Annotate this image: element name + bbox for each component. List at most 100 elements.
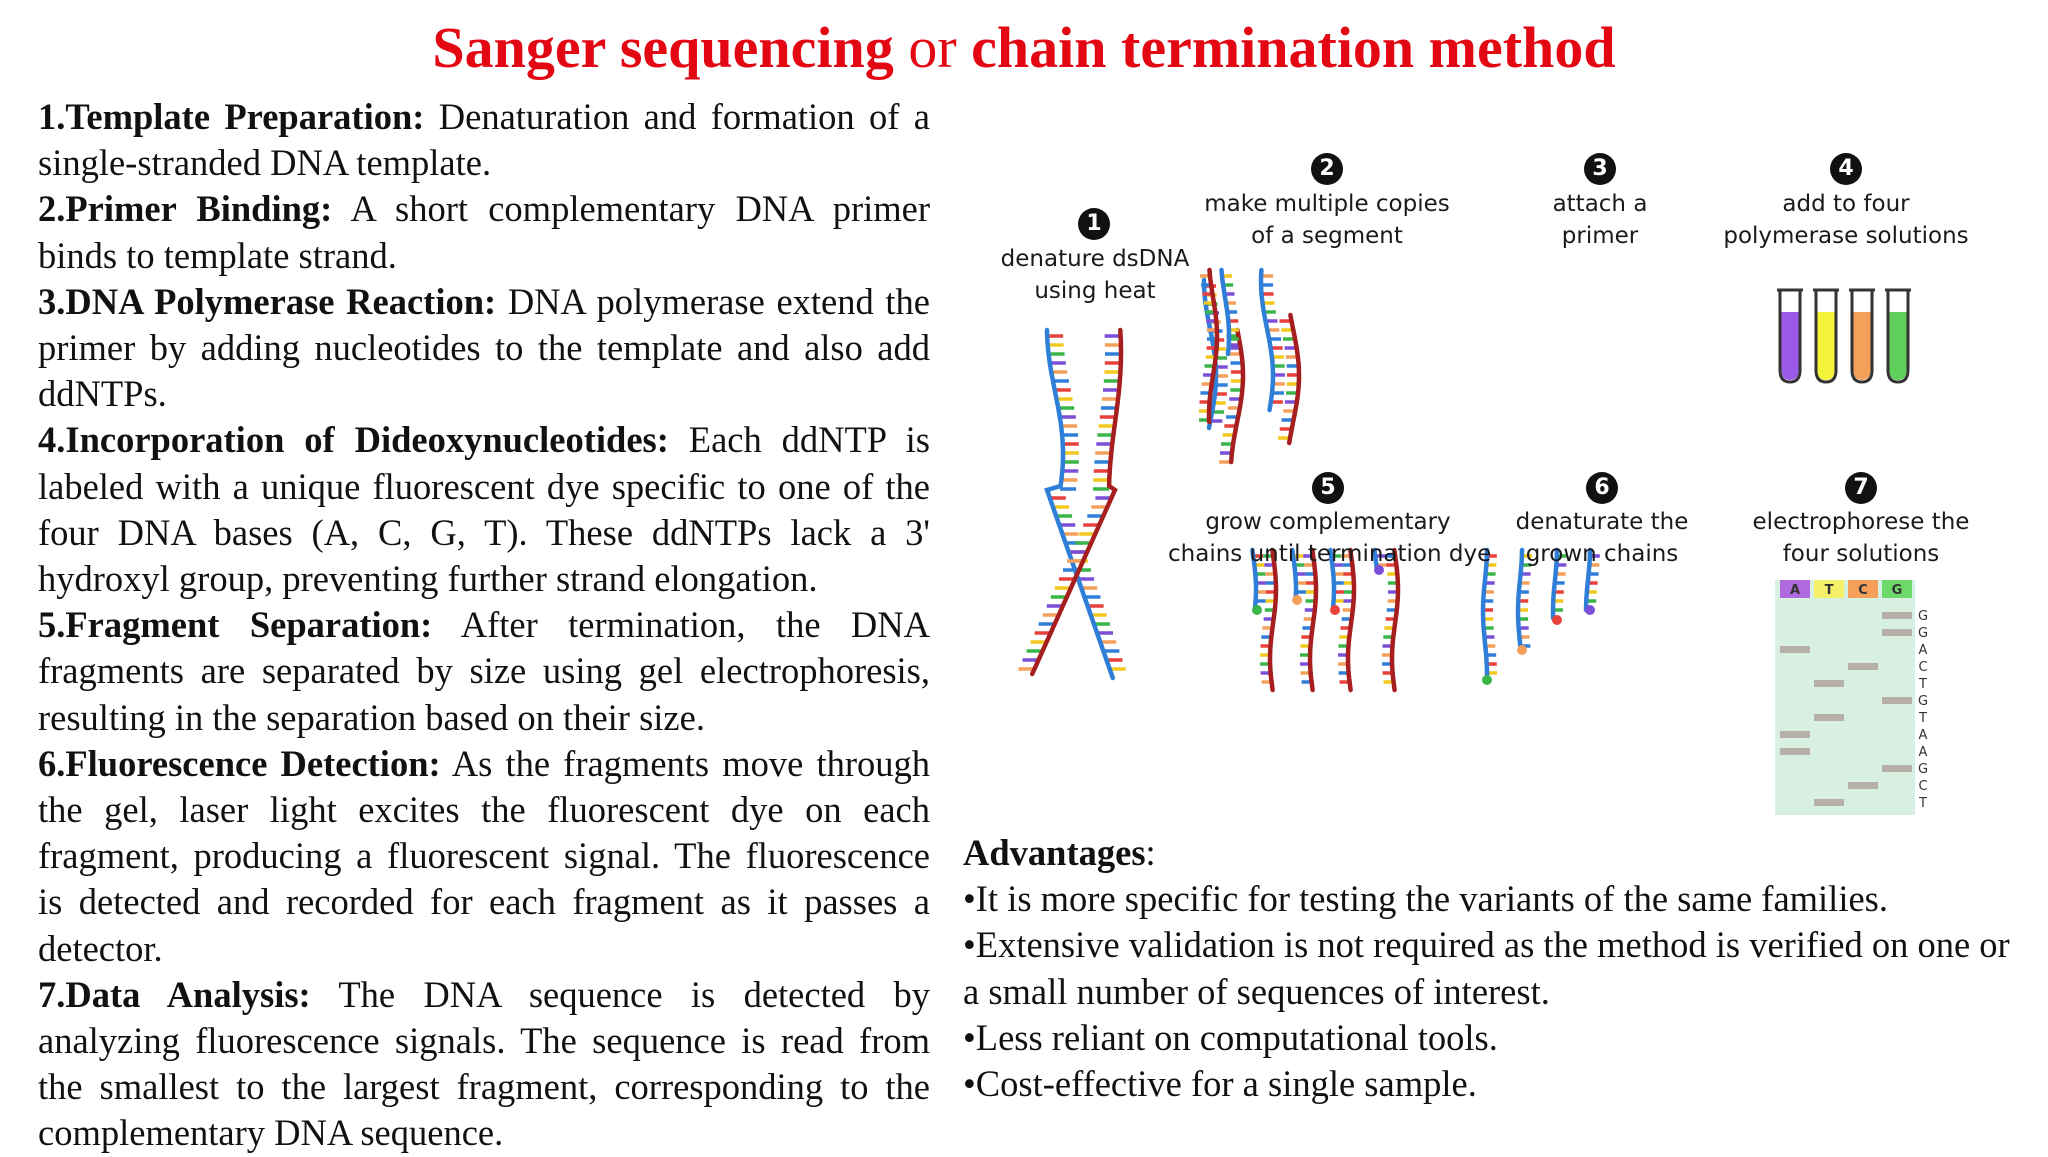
template-red: [1199, 267, 1220, 425]
gel-lane-header: [1780, 580, 1810, 598]
backbone: [1258, 267, 1276, 413]
gel-band: [1848, 782, 1878, 789]
gel-sequence-letter: T: [1918, 711, 1927, 726]
advantages-section: Advantages: •It is more specific for tes…: [963, 830, 2033, 1107]
gel-lane-header: [1882, 580, 1912, 598]
step-6-head: 6.Fluorescence Detection:: [38, 742, 441, 784]
step-4: 4.Incorporation of Dideoxynucleotides: E…: [38, 417, 930, 602]
gel-band: [1780, 748, 1810, 755]
step-3-badge: 3: [1584, 153, 1616, 185]
step-4-badge: 4: [1830, 153, 1862, 185]
page-title: Sanger sequencing or chain termination m…: [0, 10, 2048, 86]
step-7-line1: electrophorese the: [1752, 509, 1970, 535]
step-7-text: The DNA sequence is detected by analyzin…: [38, 973, 930, 1154]
step-2: 2.Primer Binding: A short complementary …: [38, 186, 930, 278]
step-2-badge: 2: [1311, 153, 1343, 185]
step-6-badge: 6: [1586, 472, 1618, 504]
step-3-head: 3.DNA Polymerase Reaction:: [38, 280, 497, 322]
gel-band: [1882, 697, 1912, 704]
gel-band: [1882, 612, 1912, 619]
backbone: [1206, 267, 1220, 425]
step-3-line1: attach a: [1552, 191, 1648, 217]
step-1-caption: denature dsDNA using heat: [985, 243, 1205, 307]
title-part2: chain termination method: [971, 15, 1616, 80]
step-1-line2: using heat: [1034, 278, 1156, 304]
step-7-head: 7.Data Analysis:: [38, 973, 311, 1015]
step-1-text: Denaturation and formation of a single-s…: [38, 96, 930, 184]
title-part1: Sanger sequencing: [432, 15, 894, 80]
step-4-line2: polymerase solutions: [1723, 223, 1969, 249]
gel-band: [1814, 714, 1844, 721]
denatured-chain: [1550, 547, 1567, 621]
gel-sequence-letter: G: [1918, 694, 1928, 709]
step-3-line2: primer: [1561, 223, 1639, 249]
template-chain-red: [1260, 547, 1279, 693]
step-6-line2: grown chains: [1525, 541, 1679, 567]
advantages-heading-line: Advantages:: [963, 832, 1156, 873]
gel-band: [1780, 731, 1810, 738]
dsdna-strand-red: [1018, 327, 1124, 677]
advantages-heading: Advantages: [963, 832, 1146, 873]
step-7: 7.Data Analysis: The DNA sequence is det…: [38, 972, 930, 1157]
step-2-line1: make multiple copies: [1204, 191, 1450, 217]
step-6-line1: denaturate the: [1515, 509, 1689, 535]
gel-sequence-letter: T: [1918, 677, 1927, 692]
step-2-text: A short complementary DNA primer binds t…: [38, 188, 930, 276]
backbone: [1480, 547, 1490, 681]
step-1-badge: 1: [1078, 208, 1110, 240]
backbone: [1550, 547, 1560, 621]
gel-sequence-letter: G: [1918, 609, 1928, 624]
template-chain-red: [1300, 547, 1319, 693]
dna-copy: [1278, 312, 1302, 446]
growing-chain-blue: [1290, 547, 1306, 601]
step-5-badge: 5: [1312, 472, 1344, 504]
growing-chain-blue: [1328, 547, 1344, 613]
backbone: [1286, 312, 1302, 446]
step-6-caption: denaturate the grown chains: [1502, 506, 1702, 570]
growing-chain-blue: [1250, 547, 1266, 613]
gel-lane-header: [1814, 580, 1844, 598]
step-4-line1: add to four: [1782, 191, 1910, 217]
backbone: [1307, 547, 1319, 693]
gel-lane-label: T: [1825, 583, 1834, 598]
dna-copy: [1219, 327, 1246, 465]
gel-sequence-letter: C: [1918, 660, 1927, 675]
termination-dye: [1292, 595, 1302, 605]
advantage-item: •It is more specific for testing the var…: [963, 878, 1888, 920]
gel-band: [1814, 680, 1844, 687]
title-or: or: [908, 15, 957, 80]
termination-dye: [1330, 605, 1340, 615]
gel-sequence-letter: A: [1919, 728, 1928, 743]
gel-band: [1780, 646, 1810, 653]
step-5-head: 5.Fragment Separation:: [38, 604, 433, 646]
advantage-item: •Less reliant on computational tools.: [963, 1016, 1498, 1058]
step-4-head: 4.Incorporation of Dideoxynucleotides:: [38, 419, 669, 461]
step-4-caption: add to four polymerase solutions: [1706, 188, 1986, 252]
backbone: [1515, 547, 1525, 653]
step-5: 5.Fragment Separation: After termination…: [38, 602, 930, 741]
gel-lane-label: G: [1892, 583, 1903, 598]
step-5-text: After termination, the DNA fragments are…: [38, 604, 930, 738]
step-2-head: 2.Primer Binding:: [38, 188, 333, 230]
dna-copy: [1258, 267, 1285, 413]
backbone: [1290, 547, 1299, 601]
backbone: [1267, 547, 1279, 693]
termination-dye: [1374, 565, 1384, 575]
tube-solution: [1853, 312, 1871, 380]
backbone: [1345, 547, 1357, 693]
primer-blue: [1219, 267, 1239, 357]
advantage-item: •Cost-effective for a single sample.: [963, 1063, 1477, 1105]
gel-band: [1848, 663, 1878, 670]
template-chain-red: [1382, 547, 1401, 693]
backbone: [1389, 547, 1401, 693]
step-5-caption: grow complementary chains until terminat…: [1168, 506, 1491, 570]
step-3-text: DNA polymerase extend the primer by addi…: [38, 280, 930, 415]
gel-sequence-letter: A: [1919, 745, 1928, 760]
step-1-line1: denature dsDNA: [1000, 246, 1190, 272]
step-3-caption: attach a primer: [1520, 188, 1680, 252]
denatured-chain: [1480, 547, 1497, 681]
step-2-caption: make multiple copies of a segment: [1187, 188, 1467, 252]
step-7-caption: electrophorese the four solutions: [1741, 506, 1981, 570]
